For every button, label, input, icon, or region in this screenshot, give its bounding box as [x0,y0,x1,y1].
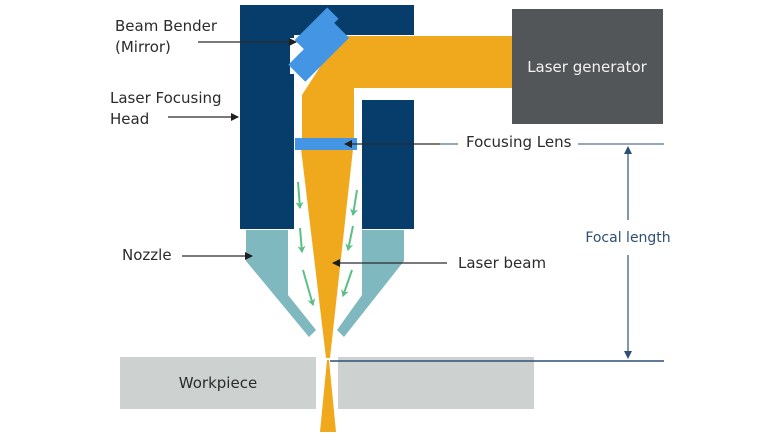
laser-beam-diverging [320,360,336,432]
nozzle-left [246,230,316,337]
nozzle-label: Nozzle [122,246,172,264]
beam-bender-mirror [288,7,350,82]
laser-generator-label: Laser generator [527,58,647,76]
workpiece-label: Workpiece [179,374,257,392]
laser-beam-horizontal [345,36,512,88]
focusing-lens [295,138,357,150]
mirror-cavity [290,38,300,74]
beam-bender-sublabel: (Mirror) [115,38,171,56]
laser-beam-converging [300,140,354,358]
focal-length-label: Focal length [585,230,670,246]
gas-flow-arrows [295,181,358,306]
focusing-head-label: Laser Focusing [110,89,222,107]
laser-generator-box [512,9,663,124]
workpiece-left [120,357,316,409]
focusing-head-left-wall [240,5,294,229]
focusing-head-sublabel: Head [110,110,149,128]
gas-arrow [297,227,306,253]
beam-bender-label: Beam Bender [115,17,218,35]
nozzle-right [337,230,404,337]
gas-arrow [349,189,358,216]
gas-arrow [345,225,354,251]
gas-arrow [341,269,353,297]
gas-arrow [302,269,316,306]
focusing-lens-label: Focusing Lens [466,133,572,151]
focusing-head-right-wall [362,100,414,229]
laser-beam-label: Laser beam [458,254,546,272]
workpiece-right [338,357,534,409]
focusing-head-top-right [360,5,414,35]
gas-arrow [295,181,304,209]
